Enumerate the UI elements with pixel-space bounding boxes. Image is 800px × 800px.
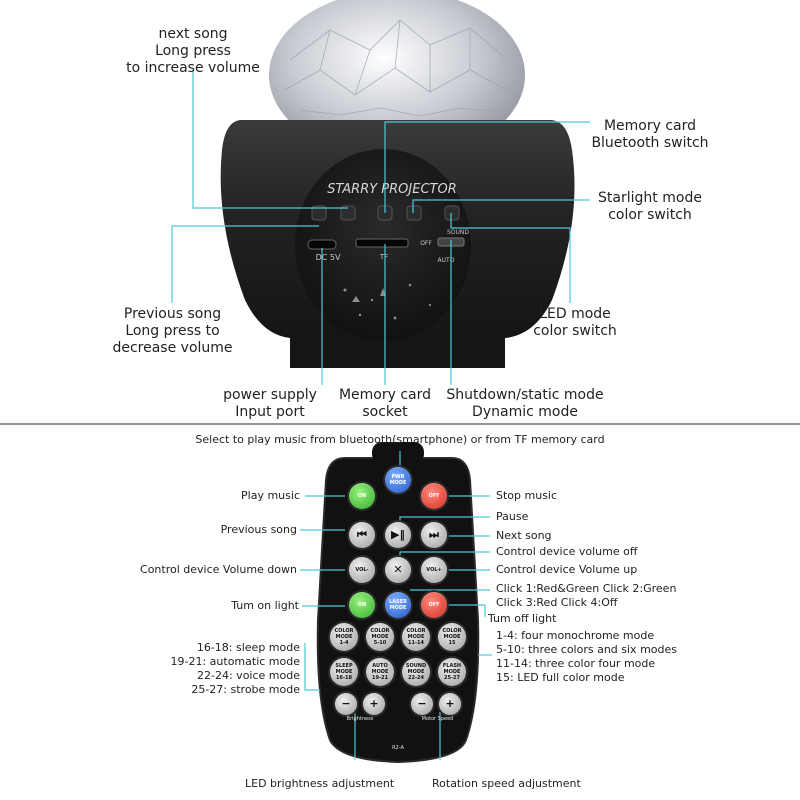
motor-speed-down-button[interactable]: − — [411, 693, 433, 715]
volume-up-callout: Control device Volume up — [496, 563, 638, 576]
flash-mode-button[interactable]: FLASH MODE 25-27 — [438, 658, 466, 686]
previous-song-button[interactable]: ⏮ — [349, 522, 375, 548]
brightness-up-button[interactable]: + — [363, 693, 385, 715]
pause-button[interactable]: ▶‖ — [385, 522, 411, 548]
rotation-speed-callout: Rotation speed adjustment — [432, 777, 581, 790]
panel-buttons — [307, 205, 465, 250]
next-song-key[interactable] — [340, 205, 356, 221]
color-mode-11-14-button[interactable]: COLOR MODE 11-14 — [402, 623, 430, 651]
led-brightness-callout: LED brightness adjustment — [245, 777, 395, 790]
pwr-mode-button[interactable]: PWR MODE — [385, 467, 411, 493]
remote-top — [372, 442, 424, 464]
remote-model-label: R2-A — [392, 745, 404, 751]
color-mode-15-button[interactable]: COLOR MODE 15 — [438, 623, 466, 651]
play-music-button[interactable]: ON — [349, 483, 375, 509]
next-song-remote-callout: Next song — [496, 529, 552, 542]
power-supply-callout: power supply Input port — [223, 387, 317, 420]
motor-speed-up-button[interactable]: + — [439, 693, 461, 715]
auto-mode-button[interactable]: AUTO MODE 19-21 — [366, 658, 394, 686]
dc-label: DC 5V — [316, 253, 341, 262]
brightness-label: Brightness — [346, 716, 374, 722]
turn-off-callout: Tum off light — [488, 612, 557, 625]
turn-on-light-button[interactable]: ON — [349, 592, 375, 618]
shutdown-callout: Shutdown/static mode Dynamic mode — [446, 387, 604, 420]
sleep-auto-modes-callout: 16-18: sleep mode 19-21: automatic mode … — [170, 641, 301, 696]
starlight-key[interactable] — [406, 205, 422, 221]
dome-facets — [284, 19, 511, 117]
top-leader-lines — [171, 70, 590, 385]
previous-song-callout: Previous song Long press to decrease vol… — [112, 306, 233, 356]
memory-socket-callout: Memory card socket — [338, 387, 432, 420]
color-modes-callout: 1-4: four monochrome mode 5-10: three co… — [496, 629, 677, 684]
stop-music-button[interactable]: OFF — [421, 483, 447, 509]
volume-down-button[interactable]: VOL- — [349, 557, 375, 583]
starlight-callout: Starlight mode color switch — [598, 190, 702, 223]
color-mode-1-4-button[interactable]: COLOR MODE 1-4 — [330, 623, 358, 651]
dc-port[interactable] — [307, 239, 337, 250]
bottom-leader-lines — [300, 451, 492, 760]
motor-speed-label: Motor Speed — [421, 716, 454, 722]
volume-off-button[interactable]: ✕ — [385, 557, 411, 583]
crystal-dome — [269, 0, 525, 160]
tf-label: TF — [379, 253, 388, 261]
volume-down-callout: Control device Volume down — [140, 563, 297, 576]
source-caption: Select to play music from bluetooth(smar… — [195, 433, 605, 446]
pause-callout: Pause — [496, 510, 529, 523]
memory-bt-callout: Memory card Bluetooth switch — [591, 118, 709, 151]
sound-label: SOUND — [447, 229, 469, 236]
starry-projector-device: STARRY PROJECTOR DC 5V TF OFF SOUND AUTO — [220, 0, 575, 368]
volume-up-button[interactable]: VOL+ — [421, 557, 447, 583]
turn-off-light-button[interactable]: OFF — [421, 592, 447, 618]
led-mode-callout: LED mode color switch — [533, 306, 617, 339]
device-logo: STARRY PROJECTOR — [327, 182, 456, 197]
color-mode-5-10-button[interactable]: COLOR MODE 5-10 — [366, 623, 394, 651]
previous-song-key[interactable] — [311, 205, 327, 221]
volume-off-callout: Control device volume off — [496, 545, 638, 558]
play-music-callout: Play music — [241, 489, 300, 502]
tf-slot[interactable] — [355, 238, 409, 248]
turn-on-callout: Tum on light — [231, 599, 299, 612]
brightness-down-button[interactable]: − — [335, 693, 357, 715]
led-mode-key[interactable] — [444, 205, 460, 221]
sound-mode-button[interactable]: SOUND MODE 22-24 — [402, 658, 430, 686]
laser-mode-button[interactable]: LASER MODE — [385, 592, 411, 618]
auto-label: AUTO — [438, 257, 455, 264]
off-label: OFF — [420, 240, 432, 247]
stop-music-callout: Stop music — [496, 489, 558, 502]
next-song-button[interactable]: ⏭ — [421, 522, 447, 548]
previous-song-remote-callout: Previous song — [220, 523, 297, 536]
next-song-callout: next song Long press to increase volume — [126, 26, 260, 76]
sleep-mode-button[interactable]: SLEEP MODE 16-18 — [330, 658, 358, 686]
laser-click-callout: Click 1:Red&Green Click 2:Green Click 3:… — [496, 582, 677, 609]
